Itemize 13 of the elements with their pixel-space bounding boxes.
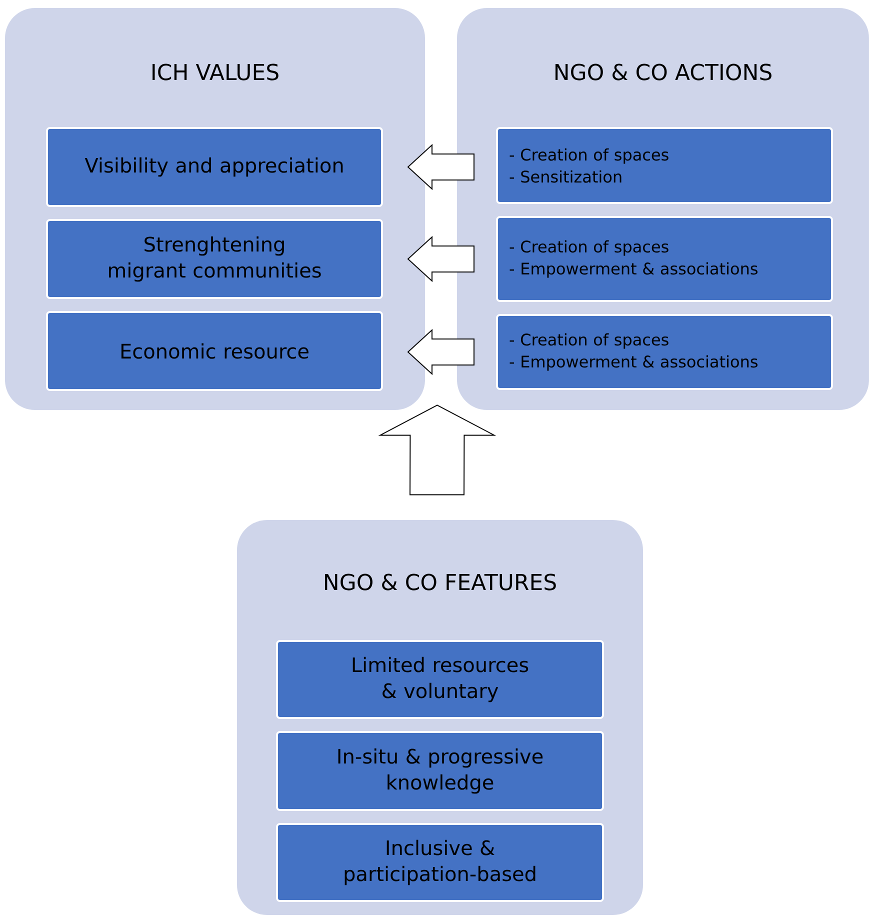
text-box: - Creation of spaces - Sensitization [496, 127, 833, 204]
text-box: Limited resources & voluntary [276, 640, 604, 719]
text-box: Visibility and appreciation [46, 127, 383, 207]
text-box: - Creation of spaces - Empowerment & associations [496, 314, 833, 390]
text-box: Strenghtening migrant communities [46, 219, 383, 299]
block-arrow [378, 404, 496, 496]
text-box: Economic resource [46, 311, 383, 391]
block-arrow [407, 328, 474, 376]
block-arrow [407, 144, 474, 190]
text-box: In-situ & progressive knowledge [276, 731, 604, 811]
text-box: Inclusive & participation-based [276, 823, 604, 902]
block-arrow [407, 236, 474, 282]
text-box: - Creation of spaces - Empowerment & associations [496, 216, 833, 302]
